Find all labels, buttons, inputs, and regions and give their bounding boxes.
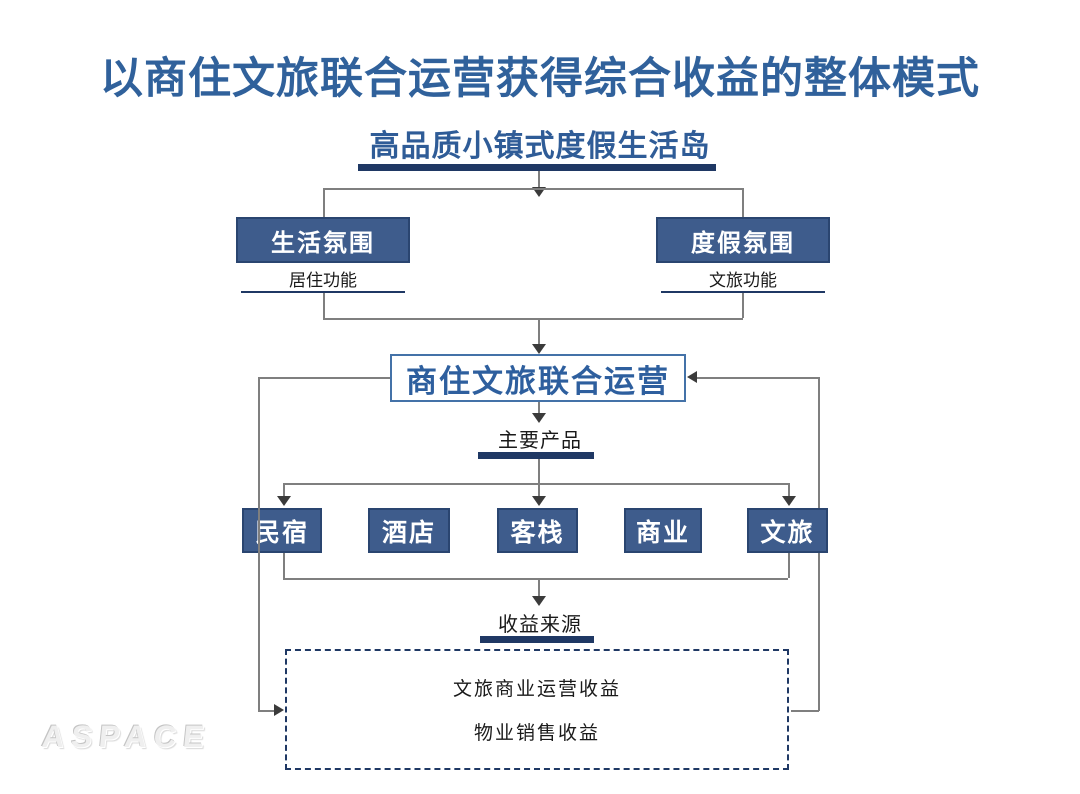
- product-box-hotel: 酒店: [368, 508, 450, 553]
- connector-line: [538, 318, 540, 345]
- revenue-source-underline: [480, 636, 594, 643]
- product-box-wenlu: 文旅: [747, 508, 828, 553]
- arrow-down-icon: [532, 187, 546, 197]
- product-label: 民宿: [254, 518, 309, 547]
- cultural-tourism-function-label: 文旅功能: [709, 271, 777, 290]
- product-label: 商业: [635, 518, 690, 547]
- product-label: 客栈: [510, 518, 565, 547]
- vacation-atmosphere-box: 度假氛围: [656, 217, 830, 263]
- connector-line: [323, 188, 743, 190]
- connector-line: [538, 459, 540, 483]
- connector-line: [538, 171, 540, 188]
- connector-line: [742, 293, 744, 318]
- connector-line: [283, 553, 285, 578]
- revenue-item: 文旅商业运营收益: [452, 679, 621, 700]
- connector-line: [788, 553, 790, 578]
- connector-line: [283, 483, 285, 497]
- connector-line: [283, 483, 788, 485]
- subtitle: 高品质小镇式度假生活岛: [369, 130, 711, 163]
- connector-line: [323, 318, 743, 320]
- revenue-item: 物业销售收益: [473, 723, 600, 744]
- arrow-down-icon: [782, 496, 796, 506]
- arrow-down-icon: [532, 496, 546, 506]
- connector-line: [323, 293, 325, 318]
- feedback-line-right: [791, 710, 819, 712]
- arrow-down-icon: [532, 413, 546, 423]
- feedback-line-left: [258, 710, 276, 712]
- arrow-down-icon: [277, 496, 291, 506]
- connector-line: [742, 188, 744, 217]
- main-products-label: 主要产品: [498, 430, 582, 452]
- product-box-commerce: 商业: [624, 508, 702, 553]
- connector-line: [283, 578, 788, 580]
- connector-line: [538, 483, 540, 497]
- connector-line: [538, 578, 540, 597]
- arrow-down-icon: [532, 344, 546, 354]
- product-box-inn: 客栈: [497, 508, 578, 553]
- main-products-underline: [478, 452, 594, 459]
- arrow-down-icon: [532, 596, 546, 606]
- residential-function-label: 居住功能: [289, 271, 357, 290]
- feedback-line-left: [258, 377, 390, 379]
- arrow-left-icon: [687, 371, 697, 383]
- feedback-line-right: [697, 377, 819, 379]
- residential-function-underline: [241, 291, 405, 293]
- vacation-atmosphere-label: 度假氛围: [691, 229, 795, 257]
- arrow-right-icon: [274, 704, 284, 716]
- connector-line: [788, 483, 790, 497]
- aspace-logo: ASPACE: [40, 719, 213, 754]
- life-atmosphere-label: 生活氛围: [271, 229, 375, 257]
- page-title: 以商住文旅联合运营获得综合收益的整体模式: [100, 55, 980, 103]
- life-atmosphere-box: 生活氛围: [236, 217, 410, 263]
- joint-operation-label: 商住文旅联合运营: [406, 363, 670, 399]
- connector-line: [538, 402, 540, 414]
- connector-line: [323, 188, 325, 217]
- product-label: 文旅: [760, 518, 815, 547]
- cultural-tourism-function-underline: [661, 291, 825, 293]
- product-box-minsu: 民宿: [242, 508, 322, 553]
- joint-operation-box: 商住文旅联合运营: [390, 354, 686, 402]
- product-label: 酒店: [381, 518, 436, 547]
- revenue-source-label: 收益来源: [498, 614, 582, 636]
- revenue-box: 文旅商业运营收益 物业销售收益: [285, 649, 789, 770]
- feedback-line-left: [258, 377, 260, 711]
- subtitle-underline: [358, 164, 716, 171]
